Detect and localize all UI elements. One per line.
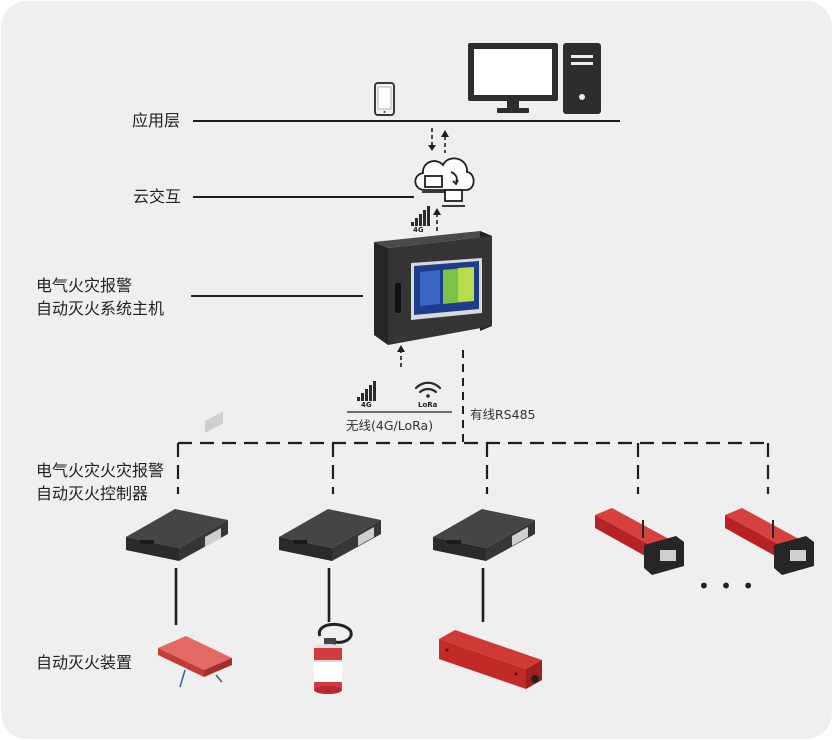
signal-bars-icon (411, 206, 430, 226)
controller-box (126, 411, 228, 561)
red-bar-extinguisher (439, 630, 542, 689)
red-controller (595, 508, 684, 575)
phone-icon (374, 82, 395, 116)
more-controllers-ellipsis: • • • (698, 574, 757, 598)
red-controller (725, 508, 814, 575)
host-wireless-arrow (397, 345, 405, 370)
controller-bus (176, 441, 770, 494)
cloud-icon (414, 157, 475, 207)
controller-box (279, 509, 381, 561)
wifi-icon (414, 381, 442, 398)
host-cabinet (374, 231, 492, 345)
monitor-icon (468, 43, 558, 113)
controller-label-line2: 自动灭火控制器 (36, 484, 149, 503)
signal-lora-label: LoRa (418, 401, 438, 409)
application-layer-label: 应用层 (132, 111, 181, 130)
host-label-line1: 电气火灾报警 (36, 276, 133, 295)
host-label-line2: 自动灭火系统主机 (36, 299, 165, 318)
device-layer-label: 自动灭火装置 (36, 653, 133, 672)
controller-label-line1: 电气火灾火灾报警 (36, 461, 165, 480)
pc-tower-icon (563, 43, 601, 114)
wired-link-label: 有线RS485 (470, 407, 536, 422)
red-canister-extinguisher (314, 622, 353, 694)
controller-box (205, 528, 221, 547)
cloud-layer-label: 云交互 (133, 187, 182, 206)
app-cloud-arrows (428, 128, 449, 153)
red-panel-extinguisher (158, 636, 232, 688)
signal-4g-label: 4G (361, 401, 372, 409)
controller-box (433, 509, 535, 561)
wireless-link-label: 无线(4G/LoRa) (346, 418, 434, 433)
controller-device-lines (174, 568, 485, 625)
signal-bars-icon (357, 381, 376, 401)
signal-4g-label-top: 4G (413, 226, 424, 234)
cloud-host-arrow (433, 208, 441, 233)
